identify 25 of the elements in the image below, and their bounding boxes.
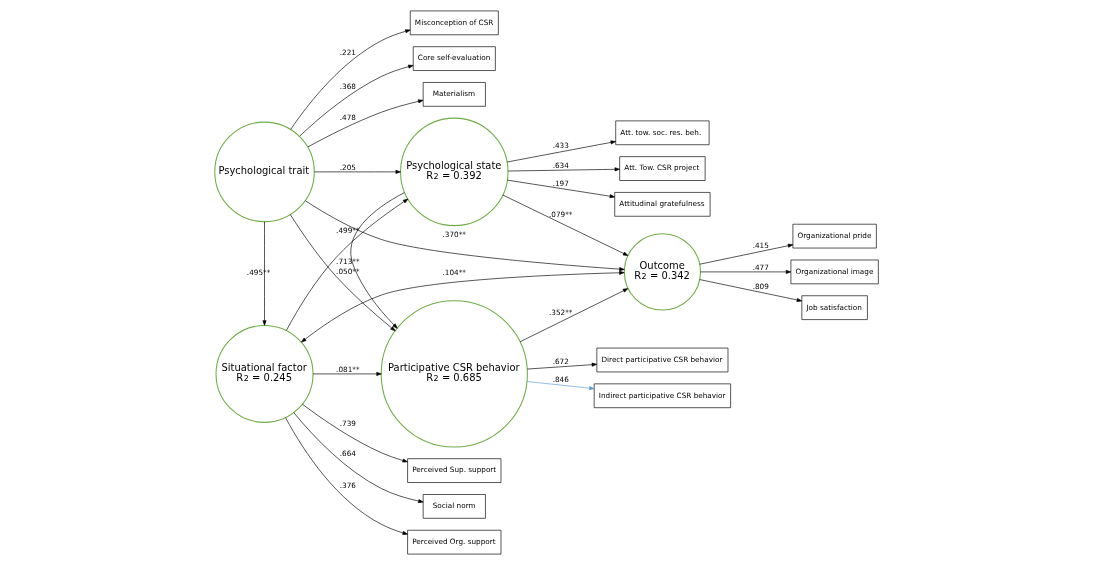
arrow xyxy=(507,179,615,199)
arrow xyxy=(312,371,382,376)
arrow xyxy=(302,403,408,463)
arrow xyxy=(699,279,803,302)
arrow xyxy=(700,269,792,274)
arrow xyxy=(299,64,414,137)
arrow xyxy=(519,288,629,343)
arrow xyxy=(314,169,401,174)
arrow xyxy=(307,99,424,148)
node-circle: Psychological trait xyxy=(214,121,315,223)
arrow xyxy=(699,243,794,265)
arrow xyxy=(262,221,267,326)
arrow xyxy=(290,29,411,130)
arrow xyxy=(506,140,616,163)
arrow xyxy=(507,167,620,172)
arrow xyxy=(526,381,595,391)
arrow xyxy=(526,362,598,370)
arrow xyxy=(285,417,408,535)
arrow xyxy=(286,198,409,331)
arrow xyxy=(502,194,629,256)
arrow xyxy=(293,412,424,503)
arrow xyxy=(350,192,405,329)
arrow xyxy=(301,270,625,343)
arrow xyxy=(305,200,625,272)
arrow xyxy=(290,214,396,332)
